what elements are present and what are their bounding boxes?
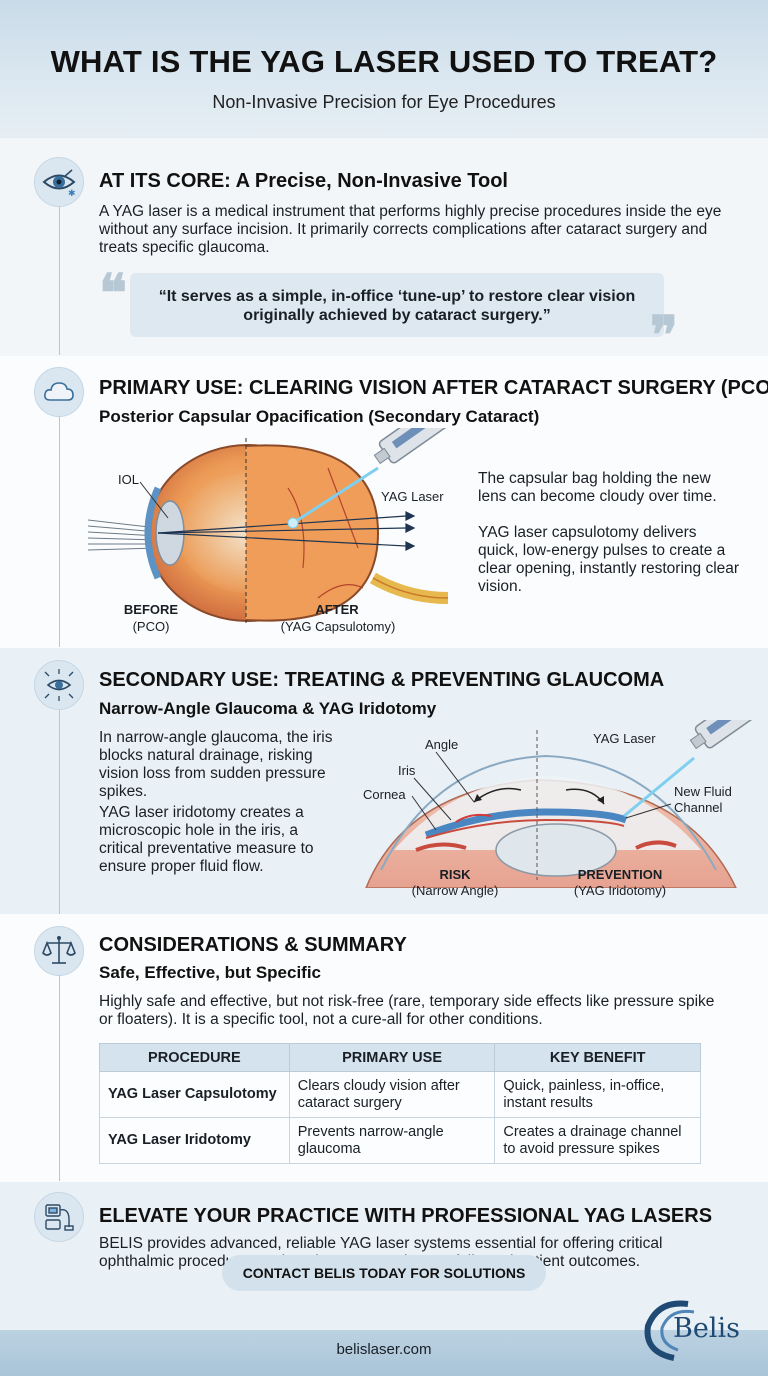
header-banner: [0, 0, 768, 138]
table-header-cell: KEY BENEFIT: [494, 1043, 701, 1072]
cornea-label: Cornea: [363, 787, 406, 802]
primary-subtitle: Posterior Capsular Opacification (Second…: [99, 407, 540, 426]
footer-bar: [0, 1330, 768, 1376]
timeline-line: [59, 415, 60, 647]
core-title: AT ITS CORE: A Precise, Non-Invasive Too…: [99, 170, 508, 192]
page-subtitle: Non-Invasive Precision for Eye Procedure…: [212, 92, 556, 112]
table-row: YAG Laser Capsulotomy Clears cloudy visi…: [99, 1071, 701, 1118]
table-cell: Creates a drainage channel to avoid pres…: [494, 1117, 701, 1164]
eye-icon: ✱: [34, 157, 84, 207]
table-cell: Quick, painless, in-office, instant resu…: [494, 1071, 701, 1118]
belis-logo-icon: [644, 1300, 695, 1361]
core-body: A YAG laser is a medical instrument that…: [99, 203, 722, 256]
table-header-row: PROCEDURE PRIMARY USE KEY BENEFIT: [99, 1043, 701, 1072]
footer-url-link[interactable]: belislaser.com: [336, 1341, 432, 1358]
quote-box: [130, 273, 664, 337]
iol-label: IOL: [118, 472, 139, 487]
procedure-table: PROCEDURE PRIMARY USE KEY BENEFIT YAG La…: [99, 1043, 701, 1164]
prevention-sublabel: (YAG Iridotomy): [573, 883, 667, 898]
table-header-cell: PRIMARY USE: [288, 1043, 496, 1072]
primary-para-1: The capsular bag holding the new lens ca…: [478, 470, 717, 505]
table-cell: YAG Laser Capsulotomy: [99, 1071, 290, 1118]
after-sublabel: (YAG Capsulotomy): [280, 619, 396, 634]
considerations-subtitle: Safe, Effective, but Specific: [99, 963, 322, 982]
yag-laser-label: YAG Laser: [381, 489, 444, 504]
angle-label: Angle: [425, 737, 459, 752]
glaucoma-diagram: [365, 720, 756, 888]
svg-text:✱: ✱: [68, 189, 76, 197]
primary-title: PRIMARY USE: CLEARING VISION AFTER CATAR…: [99, 377, 768, 399]
yag-laser-label-2: YAG Laser: [593, 731, 656, 746]
before-label: BEFORE: [123, 602, 179, 617]
secondary-para-1: In narrow-angle glaucoma, the iris block…: [99, 729, 333, 800]
timeline-line: [59, 976, 60, 1181]
page-title: WHAT IS THE YAG LASER USED TO TREAT?: [50, 44, 718, 79]
prevention-label: PREVENTION: [577, 867, 663, 882]
secondary-subtitle: Narrow-Angle Glaucoma & YAG Iridotomy: [99, 699, 437, 718]
considerations-title: CONSIDERATIONS & SUMMARY: [99, 934, 407, 956]
channel-label: Channel: [674, 800, 723, 815]
close-quote-icon: ❞: [650, 305, 678, 366]
primary-section: [0, 356, 768, 648]
eye-pressure-icon: [34, 660, 84, 710]
timeline-line: [59, 710, 60, 914]
table-cell: Clears cloudy vision after cataract surg…: [288, 1071, 496, 1118]
after-label: AFTER: [315, 602, 359, 617]
table-row: YAG Laser Iridotomy Prevents narrow-angl…: [99, 1117, 701, 1164]
iris-label: Iris: [398, 763, 416, 778]
contact-button[interactable]: CONTACT BELIS TODAY FOR SOLUTIONS: [222, 1255, 546, 1291]
risk-label: RISK: [439, 867, 471, 882]
cloud-icon: [34, 367, 84, 417]
cta-title: ELEVATE YOUR PRACTICE WITH PROFESSIONAL …: [99, 1205, 713, 1227]
laser-device-icon: [34, 1192, 84, 1242]
quote-text: “It serves as a simple, in-office ‘tune-…: [158, 288, 636, 324]
scales-icon: [34, 926, 84, 976]
considerations-body: Highly safe and effective, but not risk-…: [99, 993, 715, 1028]
brand-name: Belis: [673, 1313, 740, 1344]
open-quote-icon: ❝: [99, 263, 127, 324]
timeline-line: [59, 205, 60, 355]
table-cell: YAG Laser Iridotomy: [99, 1117, 290, 1164]
risk-sublabel: (Narrow Angle): [411, 883, 499, 898]
table-cell: Prevents narrow-angle glaucoma: [288, 1117, 496, 1164]
new-fluid-label: New Fluid: [674, 784, 732, 799]
secondary-para-2: YAG laser iridotomy creates a microscopi…: [99, 804, 314, 875]
primary-para-2: YAG laser capsulotomy delivers quick, lo…: [478, 524, 740, 595]
before-sublabel: (PCO): [132, 619, 170, 634]
secondary-title: SECONDARY USE: TREATING & PREVENTING GLA…: [99, 669, 665, 691]
pco-eye-diagram: [88, 428, 450, 623]
table-header-cell: PROCEDURE: [99, 1043, 290, 1072]
